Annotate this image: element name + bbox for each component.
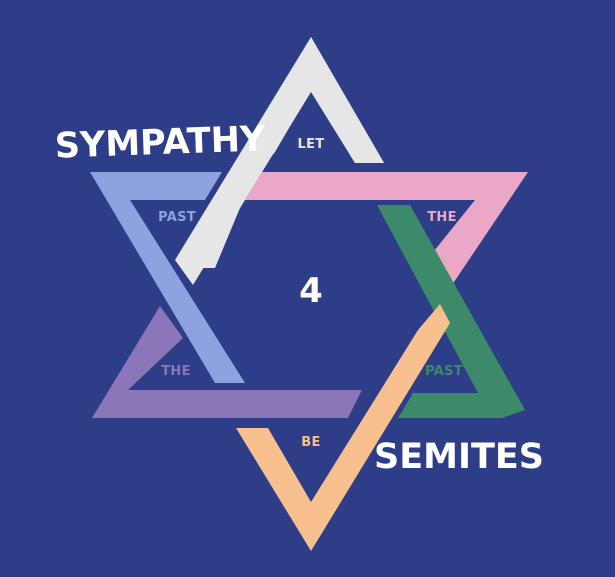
band-bottom-orange <box>236 304 450 551</box>
label-past-bottom-right: PAST <box>425 364 463 379</box>
heading-sympathy: SYMPATHY <box>54 119 267 166</box>
band-top-right-pink <box>245 172 528 285</box>
label-past-top-left: PAST <box>158 210 196 225</box>
label-the-top-right: THE <box>427 210 457 225</box>
center-number: 4 <box>299 271 323 311</box>
label-let: LET <box>298 137 325 152</box>
label-the-bottom-left: THE <box>161 364 191 379</box>
band-bottom-right-green <box>377 205 525 418</box>
heading-semites: SEMITES <box>374 437 544 477</box>
band-top-left-blue <box>90 172 245 383</box>
label-be: BE <box>301 435 320 450</box>
band-bottom-left-purple <box>92 306 362 418</box>
band-top-light-gray-main <box>175 37 384 285</box>
